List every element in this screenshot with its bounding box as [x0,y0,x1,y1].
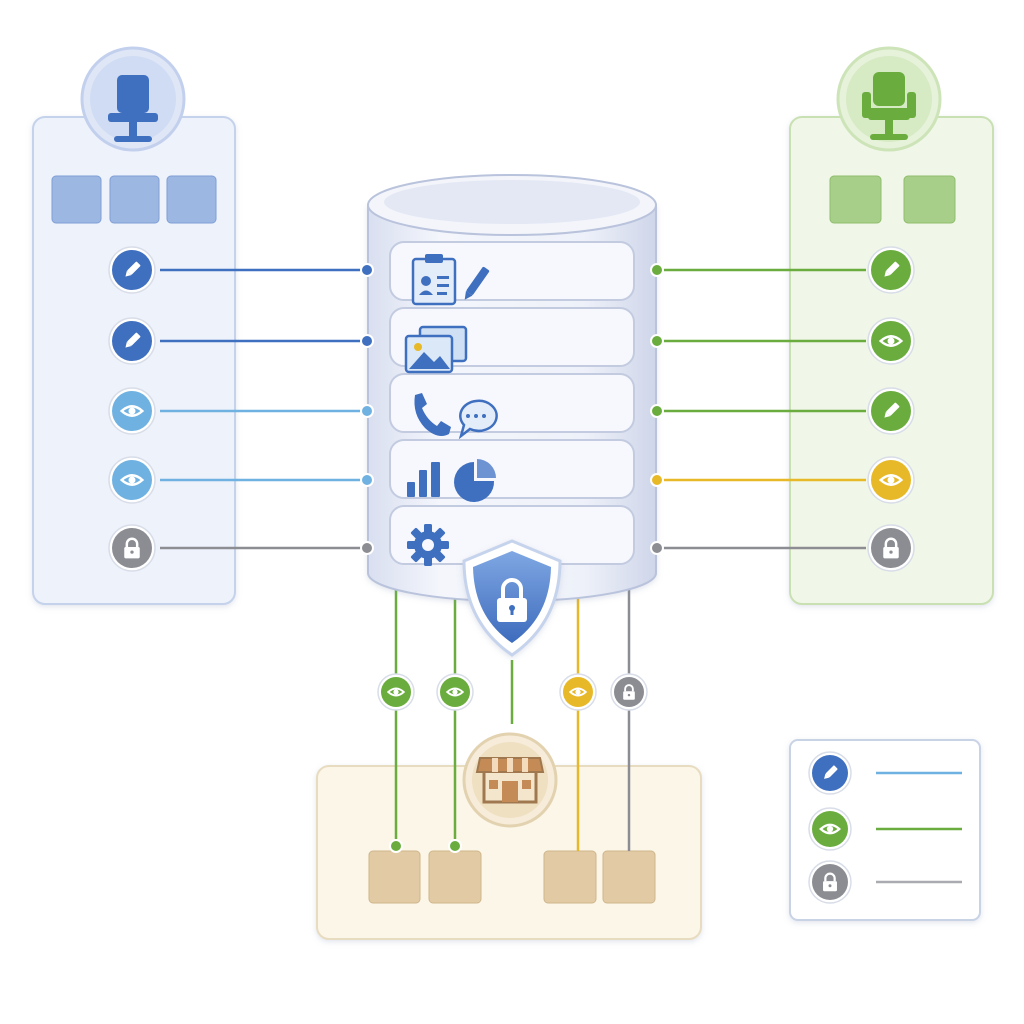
salon-chair-avatar [836,46,942,152]
connector-dot [360,334,374,348]
phone-icon [414,393,451,436]
connector-dot [360,473,374,487]
role-tile [602,850,656,904]
bottom-role-tiles [368,850,656,904]
bottom-permission-badge [377,673,415,711]
pencil-icon [464,266,490,300]
database-layer-icons [404,254,498,566]
left-permission-badge [108,387,156,435]
legend-item-locked [808,860,852,904]
connector-dot [360,404,374,418]
salon-chair-icon [862,72,916,140]
connector-dot [650,334,664,348]
image-gallery-icon [404,325,468,374]
role-tile [543,850,597,904]
left-permission-badge [108,456,156,504]
role-tile [903,175,956,224]
right-role-tiles [829,175,956,224]
right-permission-badge [867,387,915,435]
connector-dot [650,404,664,418]
permission-connectors [160,268,866,851]
office-chair-icon [108,75,158,142]
role-tile [428,850,482,904]
pie-chart-icon [454,459,496,502]
database-layers [389,241,635,565]
gear-icon [407,524,449,566]
role-tile [368,850,421,904]
left-role-tiles [51,175,217,224]
right-permission-badge [867,456,915,504]
permission-badges [108,246,962,904]
role-tile [166,175,217,224]
connector-dot [360,263,374,277]
role-tile [109,175,160,224]
right-role-panel [789,46,994,605]
bottom-permission-badge [436,673,474,711]
connector-dot [650,541,664,555]
bottom-permission-badge [559,673,597,711]
bottom-permission-badge [610,673,648,711]
left-permission-badge [108,246,156,294]
connector-dot [448,839,462,853]
database-layer [389,439,635,499]
connector-dot [650,473,664,487]
role-tile [51,175,102,224]
bar-chart-icon [407,462,440,497]
storefront-icon [475,757,545,804]
connector-dot [360,541,374,555]
connector-dot [389,839,403,853]
connector-dot [650,263,664,277]
right-permission-badge [867,524,915,572]
storefront-avatar [462,732,558,828]
contact-card-icon [411,254,457,306]
left-permission-badge [108,524,156,572]
legend-item-edit [808,751,852,795]
database-layer [389,373,635,433]
office-chair-avatar [80,46,186,152]
left-permission-badge [108,317,156,365]
chat-bubble-icon [458,399,498,440]
legend-item-view [808,807,852,851]
right-permission-badge [867,246,915,294]
role-tile [829,175,882,224]
shield-lock-icon [462,539,562,657]
database-cylinder [367,174,657,602]
right-permission-badge [867,317,915,365]
